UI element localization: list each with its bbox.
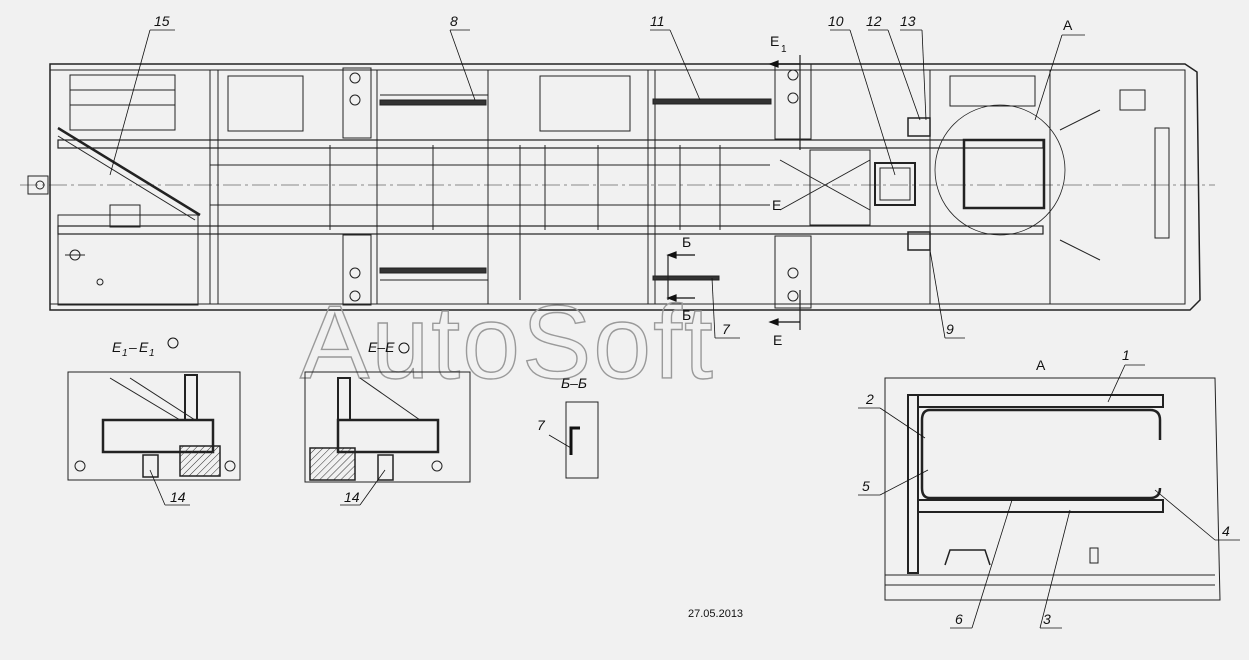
view-a-callout-5: 5 bbox=[862, 478, 870, 494]
view-e1-title: E bbox=[112, 339, 122, 355]
main-callouts: 15 8 11 10 12 13 A 7 9 E 1 E E Б Б bbox=[154, 13, 1073, 348]
callout-10: 10 bbox=[828, 13, 844, 29]
callout-13: 13 bbox=[900, 13, 916, 29]
view-e1-title-end: E bbox=[139, 339, 149, 355]
view-b-callout-7: 7 bbox=[537, 417, 546, 433]
watermark: AutoSoft bbox=[300, 285, 715, 401]
callout-a: A bbox=[1063, 17, 1073, 33]
view-a: A 1 2 5 4 6 3 bbox=[858, 347, 1240, 629]
section-mark-e-bottom: E bbox=[773, 332, 782, 348]
rotate-icon bbox=[398, 342, 410, 354]
view-e1-callout-14: 14 bbox=[170, 489, 186, 505]
callout-15: 15 bbox=[154, 13, 170, 29]
callout-7: 7 bbox=[722, 321, 731, 337]
view-e1-title-end-sub: 1 bbox=[149, 348, 155, 359]
callout-9: 9 bbox=[946, 321, 954, 337]
view-b: Б–Б 7 bbox=[537, 375, 599, 479]
view-a-callout-1: 1 bbox=[1122, 347, 1130, 363]
section-mark-b-top: Б bbox=[682, 234, 691, 250]
view-a-callout-2: 2 bbox=[865, 391, 874, 407]
drawing-date: 27.05.2013 bbox=[688, 608, 743, 620]
section-mark-e1-sub: 1 bbox=[781, 44, 787, 55]
view-e: E–E 14 bbox=[304, 339, 471, 506]
section-mark-e-mid: E bbox=[772, 197, 781, 213]
leader-lines bbox=[109, 29, 1085, 339]
section-mark-e1: E bbox=[770, 33, 779, 49]
chassis-plan-view bbox=[20, 55, 1215, 330]
callout-11: 11 bbox=[650, 13, 665, 29]
view-a-callout-3: 3 bbox=[1043, 611, 1051, 627]
view-e1-title-sep: – bbox=[128, 339, 137, 355]
view-e1: E 1 – E 1 14 bbox=[67, 337, 241, 506]
view-a-title: A bbox=[1036, 357, 1046, 373]
rotate-icon bbox=[167, 337, 179, 349]
view-e-title: E–E bbox=[368, 339, 395, 355]
callout-12: 12 bbox=[866, 13, 882, 29]
section-arrows bbox=[666, 60, 800, 326]
view-a-callout-4: 4 bbox=[1222, 523, 1230, 539]
callout-8: 8 bbox=[450, 13, 458, 29]
view-b-title: Б–Б bbox=[561, 375, 587, 391]
view-e-callout-14: 14 bbox=[344, 489, 360, 505]
section-mark-b-bottom: Б bbox=[682, 307, 691, 323]
view-e1-title-sub: 1 bbox=[122, 348, 128, 359]
view-a-callout-6: 6 bbox=[955, 611, 963, 627]
